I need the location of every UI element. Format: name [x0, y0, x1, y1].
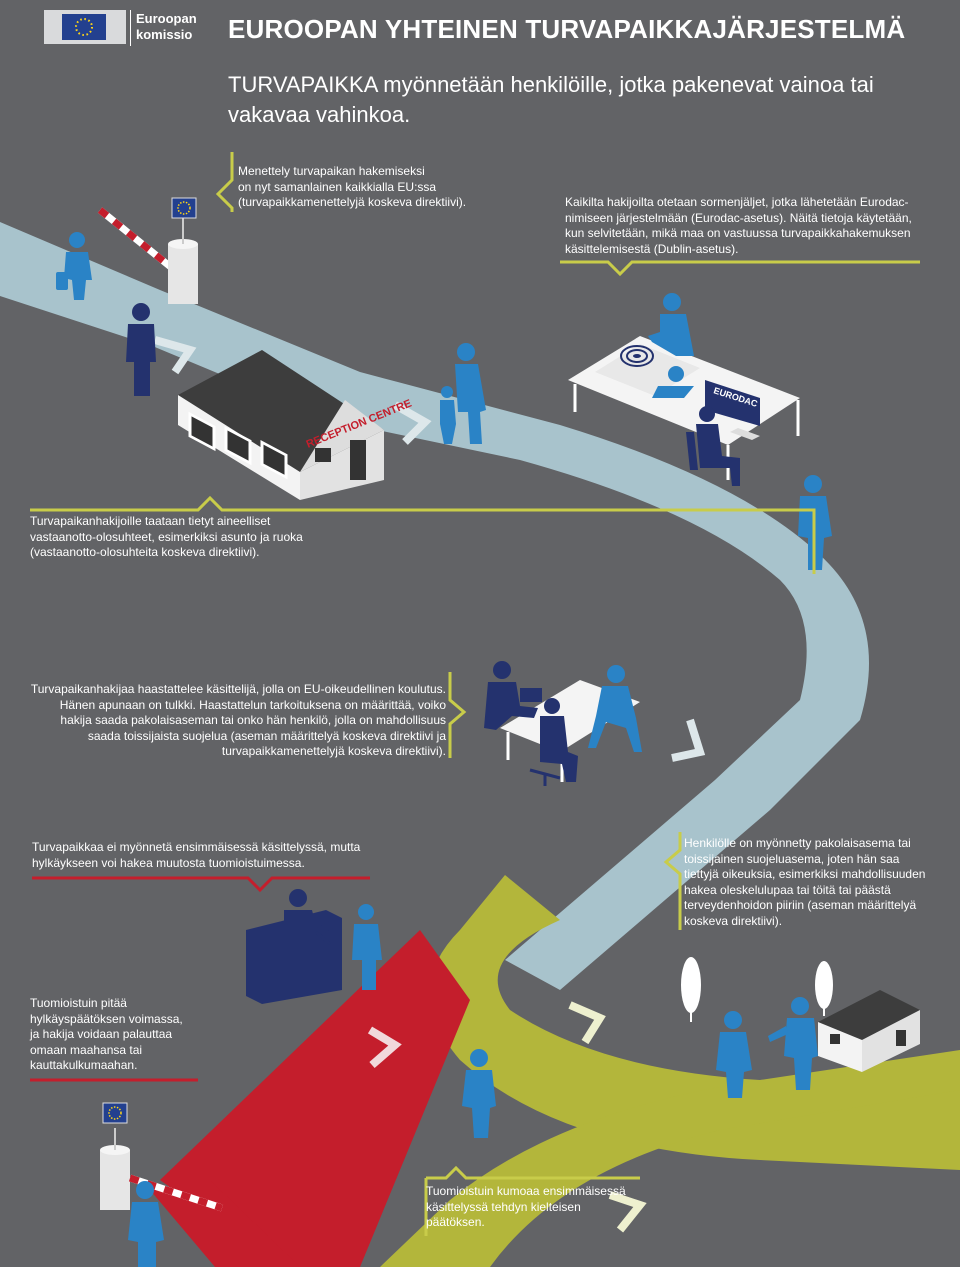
callout-procedure: [215, 152, 234, 212]
chevron-icon: [671, 718, 706, 762]
text-line: Menettely turvapaikan hakemiseksi: [238, 164, 425, 178]
path-red-end: [150, 1180, 300, 1267]
applicant-profile-card: [652, 366, 694, 398]
chevron-group: [153, 336, 706, 1233]
step-granted-text: Henkilölle on myönnetty pakolaisasema ta…: [684, 836, 925, 929]
subtitle-line-1: TURVAPAIKKA myönnetään henkilöille, jotk…: [228, 72, 874, 97]
callout-court-overturns-top: [426, 1165, 640, 1180]
text-line: omaan maahansa tai: [30, 1042, 143, 1057]
text-line: hakea oleskelulupaa tai töitä tai päästä: [684, 882, 891, 897]
text-line: saada toissijaista suojelua (aseman määr…: [87, 728, 446, 743]
page-subtitle: TURVAPAIKKA myönnetään henkilöille, jotk…: [228, 70, 874, 130]
text-line: käsittelyssä tehdyn kielteisen: [426, 1199, 581, 1214]
path-green-lower: [380, 1050, 960, 1267]
chevron-icon: [568, 1001, 606, 1045]
text-line: käsittelemisestä (Dublin-asetus).: [565, 241, 739, 256]
house-icon: [818, 990, 920, 1072]
text-line: toissijainen suojeluasema, joten hän saa: [684, 851, 900, 866]
chevron-icon: [608, 1191, 647, 1233]
path-red: [160, 930, 470, 1267]
officer-figure: [648, 293, 694, 356]
step-fingerprints-text: Kaikilta hakijoilta otetaan sormenjäljet…: [565, 195, 912, 257]
text-line: Kaikilta hakijoilta otetaan sormenjäljet…: [565, 195, 909, 209]
interpreter-figure: [529, 698, 578, 786]
text-line: kun selvitetään, mikä maa on vastuussa t…: [565, 226, 911, 240]
reception-centre-building: [178, 350, 384, 500]
step-court-upholds-text: Tuomioistuin pitää hylkäyspäätöksen voim…: [30, 996, 183, 1074]
chevron-icon: [367, 1026, 402, 1069]
text-line: hakija saada pakolaisaseman tai onko hän…: [60, 713, 446, 727]
path-blue: [0, 222, 869, 990]
asylum-seeker-figure: [56, 232, 92, 300]
returning-applicant-figure: [128, 1181, 164, 1267]
text-line: ja hakija voidaan palauttaa: [30, 1027, 173, 1041]
logo-divider: [130, 10, 131, 46]
judge-figure: [284, 889, 316, 930]
text-line: kauttakulkumaahan.: [30, 1058, 138, 1072]
callout-reception: [30, 495, 816, 574]
text-line: on nyt samanlainen kaikkialla EU:ssa: [238, 179, 437, 194]
callout-granted: [663, 832, 682, 930]
callout-fingerprints: [560, 260, 920, 277]
text-line: (vastaanotto-olosuhteita koskeva direkti…: [30, 545, 260, 559]
eu-flag-icon: [102, 1102, 128, 1124]
eu-commission-logo: Euroopan komissio: [44, 10, 197, 46]
seated-officer-figure: [686, 406, 740, 486]
chevron-icon: [153, 336, 197, 375]
walking-applicant-figure: [462, 1049, 496, 1138]
tree-icon: [681, 957, 701, 1022]
granted-family-figures: [716, 997, 818, 1098]
text-line: Turvapaikanhakijoille taataan tietyt ain…: [30, 514, 271, 528]
text-line: terveydenhoidon piiriin (aseman määritte…: [684, 898, 917, 912]
page-title: EUROOPAN YHTEINEN TURVAPAIKKAJÄRJESTELMÄ: [228, 14, 906, 44]
text-line: Tuomioistuin kumoaa ensimmäisessä: [426, 1184, 626, 1198]
text-line: Hänen apunaan on tulkki. Haastattelun ta…: [59, 697, 446, 712]
barrier-icon: [97, 207, 198, 304]
step-interview-text: Turvapaikanhakijaa haastattelee käsittel…: [20, 682, 446, 760]
fingerprint-icon: [620, 345, 654, 367]
subtitle-line-2: vakavaa vahinkoa.: [228, 102, 411, 127]
step-reception-text: Turvapaikanhakijoille taataan tietyt ain…: [30, 514, 303, 561]
text-line: koskeva direktiivi).: [684, 913, 783, 928]
eu-flag-icon: [171, 197, 197, 219]
logo-line-2: komissio: [136, 27, 193, 42]
text-line: päätöksen.: [426, 1215, 485, 1229]
interviewer-figure: [484, 661, 542, 730]
gavel-icon: [315, 921, 334, 946]
eu-flag-icon: [62, 14, 106, 40]
step-court-overturns-text: Tuomioistuin kumoaa ensimmäisessä käsitt…: [426, 1184, 626, 1231]
tree-icon: [815, 961, 833, 1016]
text-line: tiettyjä oikeuksia, esimerkiksi mahdolli…: [684, 867, 926, 881]
text-line: Turvapaikanhakijaa haastattelee käsittel…: [30, 682, 446, 696]
text-line: nimiseen järjestelmään (Eurodac-asetus).…: [565, 210, 912, 225]
logo-line-1: Euroopan: [136, 11, 197, 26]
chevron-icon: [393, 401, 432, 445]
text-line: Tuomioistuin pitää: [30, 996, 127, 1010]
step-procedure-text: Menettely turvapaikan hakemiseksi on nyt…: [238, 164, 466, 211]
text-line: turvapaikkamenettelyjä koskeva direktiiv…: [221, 744, 446, 758]
step-rejected-text: Turvapaikkaa ei myönnetä ensimmäisessä k…: [32, 840, 360, 871]
logo-text: Euroopan komissio: [136, 11, 197, 43]
callout-interview: [448, 672, 467, 758]
text-line: vastaanotto-olosuhteet, esimerkiksi asun…: [30, 529, 303, 544]
callout-lines: [30, 152, 920, 1236]
computer-icon: [705, 380, 760, 440]
text-line: (turvapaikkamenettelyjä koskeva direktii…: [238, 195, 467, 209]
guard-figure: [126, 303, 156, 396]
family-figures: [440, 343, 486, 444]
court-applicant-figure: [352, 904, 382, 990]
callout-rejected: [32, 876, 370, 893]
text-line: hylkäyspäätöksen voimassa,: [30, 1011, 183, 1026]
applicant-interview-figure: [588, 665, 642, 752]
text-line: hylkäykseen voi hakea muutosta tuomioist…: [32, 855, 305, 870]
text-line: Henkilölle on myönnetty pakolaisasema ta…: [684, 836, 911, 850]
text-line: Turvapaikkaa ei myönnetä ensimmäisessä k…: [32, 840, 361, 854]
